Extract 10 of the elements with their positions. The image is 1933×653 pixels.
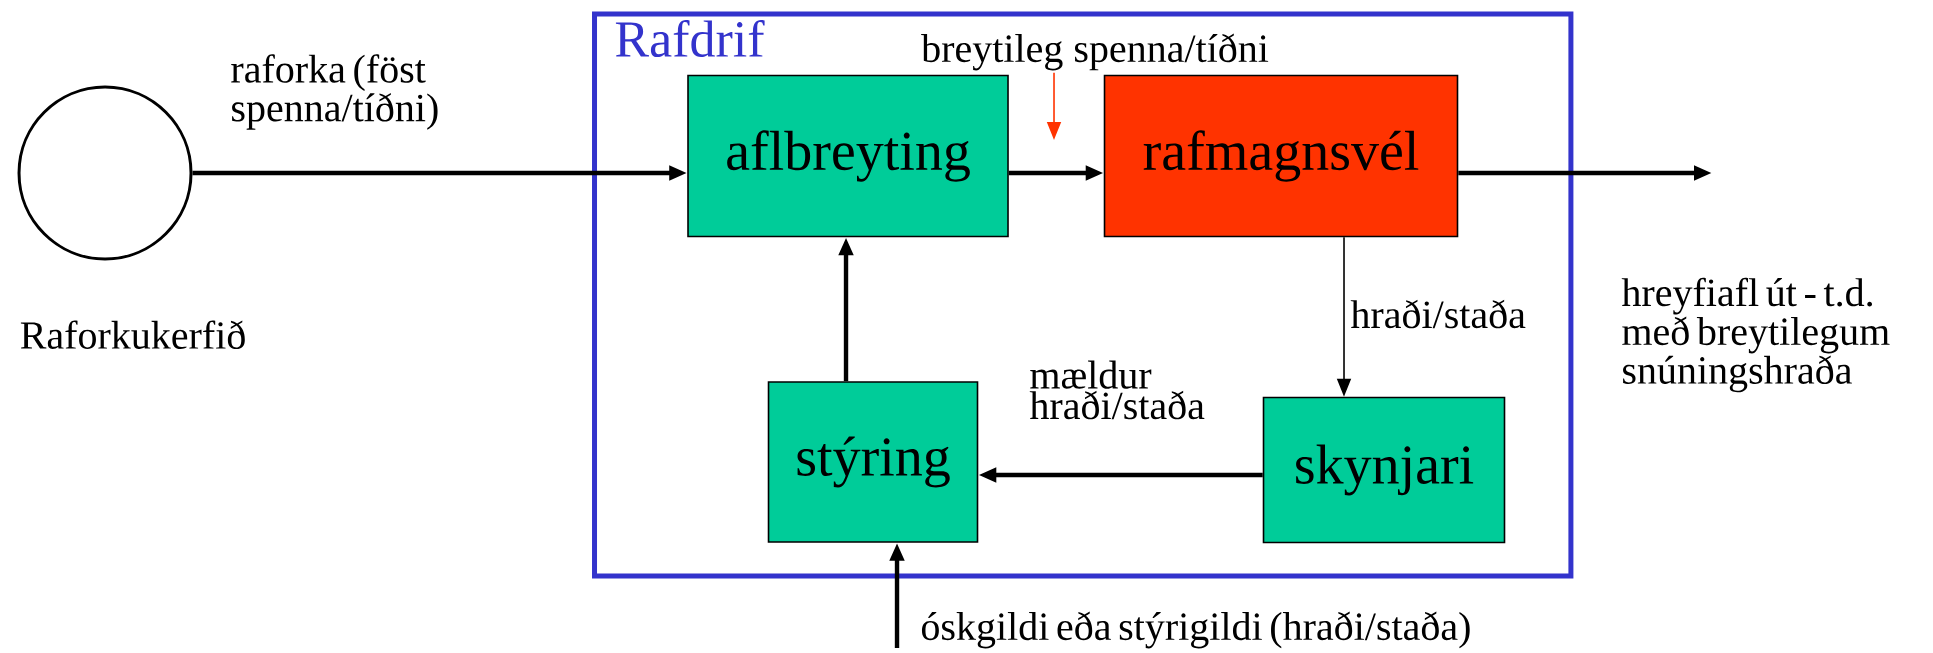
edge-label: hreyfiafl út - t.d. með breytilegum snúningshraða — [1621, 277, 1890, 393]
edge-label: raforka (föst spenna/tíðni) — [231, 54, 438, 130]
process-box: stýring — [767, 381, 979, 543]
edge-label: mældur hraði/staða — [1029, 360, 1205, 420]
edge-label: hraði/staða — [1350, 299, 1526, 329]
process-box: skynjari — [1262, 396, 1506, 544]
process-box: aflbreyting — [687, 74, 1009, 238]
annotation-text: breytileg spenna/tíðni — [921, 33, 1269, 71]
edge-label: óskgildi eða stýrigildi (hraði/staða) — [921, 611, 1470, 649]
process-box: rafmagnsvél — [1103, 74, 1459, 238]
